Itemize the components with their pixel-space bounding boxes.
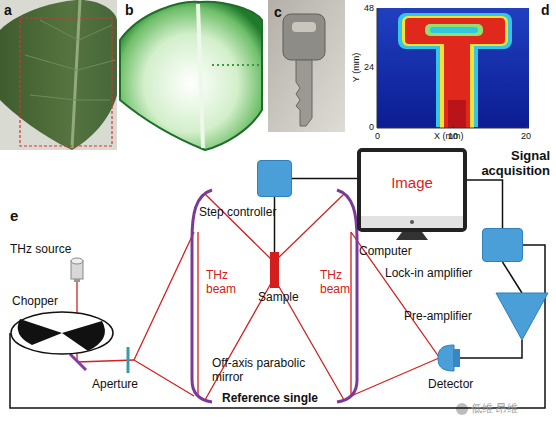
detector: Detector: [438, 343, 460, 373]
label-text: c: [274, 4, 282, 20]
key-image-tip: [448, 100, 466, 128]
leaf-veins: [25, 20, 115, 100]
node-text: Pre-amplifier: [404, 309, 472, 323]
detector-shape: [438, 343, 460, 373]
source-top: [71, 258, 83, 264]
leaf-midrib: [72, 0, 80, 148]
node-text: Step controller: [199, 205, 276, 219]
thz-source-shape: [70, 258, 84, 282]
node-text: Lock-in amplifier: [385, 266, 472, 280]
chopper: Chopper: [10, 311, 114, 355]
key-image-core: [405, 18, 505, 44]
label-text: 24: [364, 62, 374, 73]
photo-background: [268, 0, 345, 132]
connector-line: [292, 178, 357, 180]
parabolic-mirror: [192, 190, 212, 402]
key-image-hole: [425, 24, 483, 36]
watermark-icon: [456, 403, 468, 415]
connector-line: [467, 180, 503, 228]
label-text: Signal acquisition: [452, 148, 550, 178]
chopper-blade: [18, 319, 62, 345]
detector-dome: [438, 345, 454, 371]
thz-beam-line: [77, 360, 134, 362]
amplifier-triangle: [496, 293, 548, 340]
node-text: Chopper: [12, 294, 58, 308]
label-text: THz beam: [206, 268, 236, 296]
label-text: a: [4, 2, 12, 18]
label-text: Aperture: [92, 377, 138, 391]
label-text: 48: [364, 3, 374, 14]
node-text: Sample: [258, 290, 299, 304]
label-text: 0: [369, 122, 374, 133]
key-blade: [296, 60, 312, 126]
leaf-photo: [0, 0, 117, 150]
key-image-core: [444, 42, 470, 128]
photo-background: [0, 0, 117, 150]
parabolic-mirror: [337, 190, 357, 402]
label-text: e: [10, 207, 18, 224]
detector-base: [453, 349, 460, 367]
pre-amplifier: Pre-amplifier: [496, 293, 548, 340]
monitor-stand: [396, 232, 428, 240]
key-hole: [292, 22, 316, 32]
computer-monitor: ImageComputer: [357, 148, 467, 232]
label-text: 20: [521, 131, 531, 142]
sample: Sample: [270, 252, 279, 288]
key-head: [283, 14, 325, 60]
image-background: [120, 0, 262, 150]
label-text: 0: [375, 131, 380, 142]
chopper-shape: [10, 311, 114, 355]
label-text: THz beam: [320, 268, 350, 296]
axis-ticks: [377, 10, 527, 128]
flat-mirror: [70, 354, 86, 370]
node-text: Image: [357, 174, 467, 191]
key-image-mid: [402, 16, 508, 46]
monitor-bezel: [361, 216, 463, 228]
controller-box: Step controller: [257, 160, 292, 197]
source-nozzle: [74, 279, 80, 282]
thz-image-background: [377, 8, 529, 128]
label-text: X (mm): [434, 131, 464, 142]
connector-line: [460, 340, 522, 358]
scan-area-rect: [20, 18, 112, 146]
power-dot: [410, 220, 414, 224]
leaf-thz-midrib: [198, 4, 203, 148]
label-text: Y (mm): [351, 43, 362, 93]
connector-line: [10, 245, 545, 408]
chopper-disc: [11, 312, 113, 354]
label-text: Reference single: [222, 391, 318, 405]
chopper-blade: [62, 321, 105, 351]
label-text: d: [541, 2, 550, 18]
label-text: 低维 昂维: [471, 402, 518, 415]
key-image-hole: [430, 27, 478, 33]
label-text: b: [125, 2, 134, 18]
thz-source: THz source: [70, 258, 84, 282]
connector-line: [503, 262, 523, 293]
node-text: Detector: [428, 377, 473, 391]
leaf-thz-image: [120, 2, 262, 150]
pre-amplifier-shape: [496, 293, 548, 340]
lock-in-box: Lock-in amplifier: [482, 228, 523, 262]
node-text: Computer: [359, 244, 412, 258]
node-text: THz source: [10, 242, 71, 256]
image-axes: [377, 8, 529, 128]
label-text: Off-axis parabolic mirror: [212, 356, 312, 384]
scan-line: [212, 64, 262, 66]
aperture-symbol: [127, 347, 130, 373]
